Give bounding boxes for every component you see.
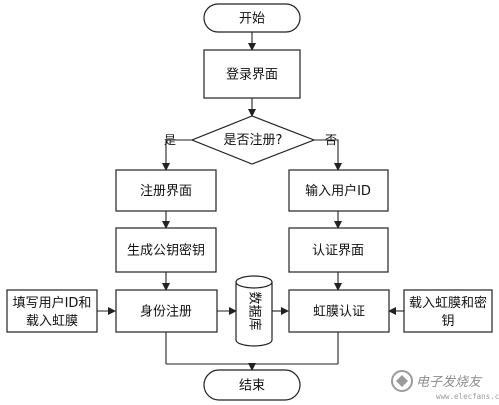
watermark: 电子发烧友 www.elecfans.com bbox=[391, 370, 499, 401]
load-iris-key-line1: 载入虹膜和密 bbox=[409, 295, 487, 311]
fill-id-iris-line2: 载入虹膜 bbox=[26, 314, 78, 329]
login-label: 登录界面 bbox=[226, 68, 278, 83]
fill-id-iris-input: 填写用户ID和 载入虹膜 bbox=[6, 289, 98, 333]
fill-id-iris-line1: 填写用户ID和 bbox=[13, 295, 92, 311]
connector-lines bbox=[97, 32, 404, 371]
watermark-site-url: www.elecfans.com bbox=[436, 392, 499, 401]
identity-register-process: 身份注册 bbox=[115, 289, 218, 333]
input-id-label: 输入用户ID bbox=[305, 183, 371, 199]
auth-ui-process: 认证界面 bbox=[288, 227, 389, 273]
decision-label: 是否注册? bbox=[224, 133, 283, 148]
iris-auth-label: 虹膜认证 bbox=[313, 305, 365, 320]
input-id-process: 输入用户ID bbox=[288, 169, 389, 212]
arrow-decision-no bbox=[314, 139, 342, 171]
no-label: 否 bbox=[325, 133, 337, 147]
register-ui-process: 注册界面 bbox=[115, 169, 217, 212]
iris-auth-process: 虹膜认证 bbox=[288, 289, 390, 333]
load-iris-key-line2: 钥 bbox=[441, 314, 454, 329]
end-terminal: 结束 bbox=[203, 369, 301, 401]
load-iris-key-input: 载入虹膜和密 钥 bbox=[403, 289, 493, 333]
end-label: 结束 bbox=[239, 379, 265, 394]
yes-label: 是 bbox=[164, 133, 176, 147]
login-process: 登录界面 bbox=[203, 49, 301, 99]
watermark-logo-icon bbox=[391, 370, 413, 392]
database-label: 数据库 bbox=[247, 291, 263, 330]
register-ui-label: 注册界面 bbox=[140, 184, 192, 199]
auth-ui-label: 认证界面 bbox=[312, 244, 364, 259]
start-label: 开始 bbox=[239, 12, 265, 27]
identity-register-label: 身份注册 bbox=[140, 304, 192, 320]
database-cylinder: 数据库 bbox=[235, 275, 273, 347]
start-terminal: 开始 bbox=[203, 3, 301, 33]
decision-diamond: 是否注册? bbox=[190, 115, 316, 165]
watermark-site-name: 电子发烧友 bbox=[416, 375, 483, 390]
generate-keys-process: 生成公钥密钥 bbox=[115, 227, 217, 273]
arrow-decision-yes bbox=[162, 139, 192, 171]
generate-keys-label: 生成公钥密钥 bbox=[127, 243, 205, 259]
